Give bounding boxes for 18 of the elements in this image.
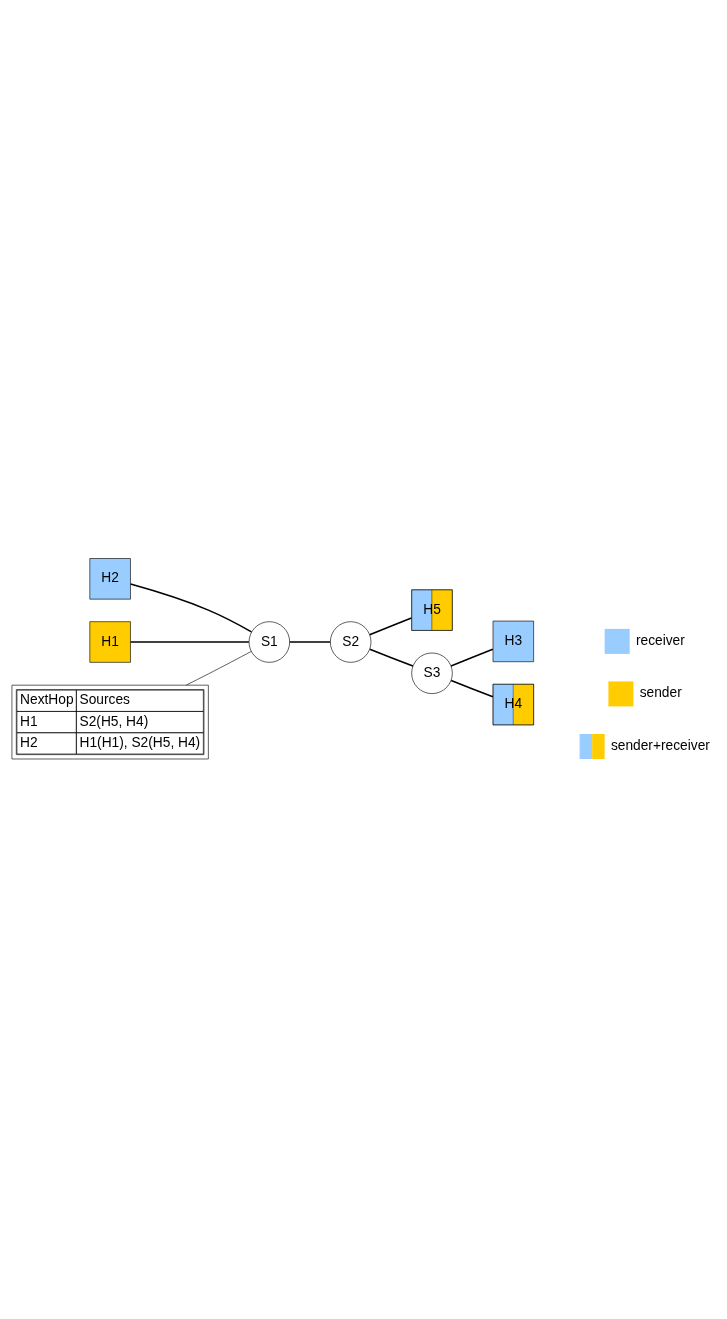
connector	[129, 582, 253, 633]
connector	[450, 679, 494, 698]
connector	[369, 648, 414, 667]
connector	[450, 648, 494, 667]
connector	[129, 640, 250, 643]
node-circle: S1	[248, 620, 290, 663]
node-box: NextHop Sources H1 S2(H5, H4) H2 H1(H1), S2(H5, H4)	[11, 684, 209, 759]
connector	[185, 650, 252, 685]
node-circle: S2	[330, 620, 372, 663]
node-circle: S3	[411, 652, 453, 694]
legend-label: sender+receiver	[610, 737, 710, 753]
node-box: H2	[89, 557, 131, 599]
legend-label: receiver	[635, 632, 685, 648]
node-box: H1	[89, 620, 131, 663]
node-box: H3	[492, 620, 534, 662]
connector	[368, 616, 413, 635]
connector	[289, 640, 331, 643]
legend-label: sender	[639, 684, 682, 700]
